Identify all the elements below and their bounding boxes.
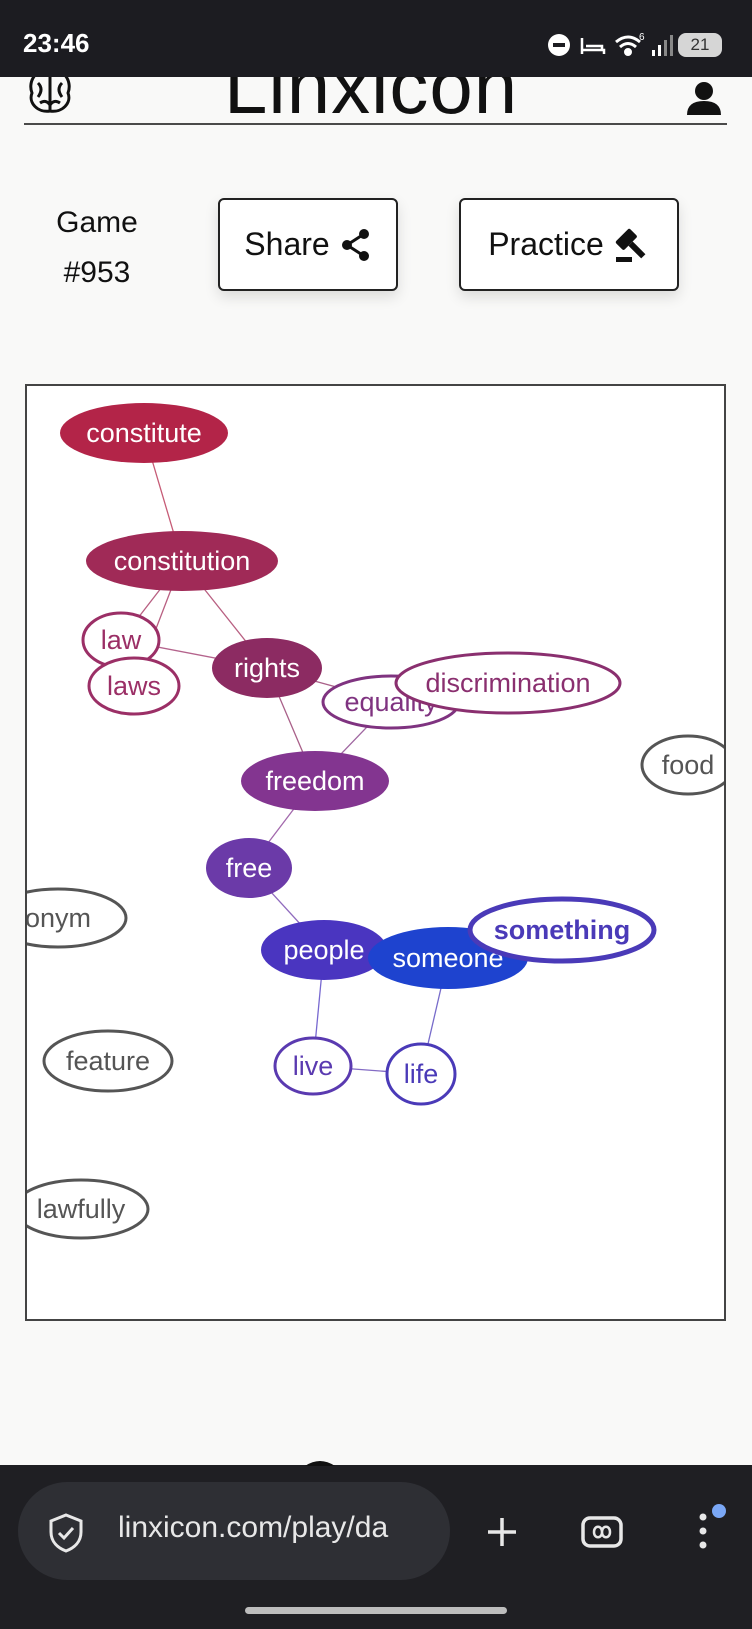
share-button-label: Share — [244, 226, 330, 262]
word-node-shape — [273, 1036, 353, 1096]
word-node-label: law — [101, 625, 142, 655]
word-node-label: lawfully — [37, 1194, 126, 1224]
status-bar: 23:46 6 21 — [0, 0, 752, 77]
url-bar[interactable] — [18, 1482, 450, 1580]
word-node-food[interactable]: food — [640, 734, 726, 796]
word-node-freedom[interactable]: freedom — [241, 751, 389, 811]
word-node-label: laws — [107, 671, 161, 701]
word-node-label: constitution — [114, 546, 251, 576]
word-node-label: constitute — [86, 418, 202, 448]
word-node-shape — [467, 896, 657, 964]
battery-indicator: 21 — [678, 33, 722, 57]
word-node-constitute[interactable]: constitute — [60, 403, 228, 463]
app-title: Linxicon — [224, 77, 519, 125]
game-label-text: Game — [56, 206, 138, 239]
notification-dot — [712, 1504, 726, 1518]
wifi-icon — [615, 35, 641, 56]
sleep-icon — [580, 38, 606, 54]
word-node-label: feature — [66, 1046, 150, 1076]
word-node-label: onym — [27, 903, 91, 933]
shield-check-icon[interactable] — [48, 1513, 84, 1553]
word-node-free[interactable]: free — [206, 838, 292, 898]
more-vert-icon[interactable] — [690, 1500, 730, 1560]
url-text[interactable]: linxicon.com/play/da — [118, 1511, 389, 1544]
word-node-label: free — [226, 853, 273, 883]
word-node-shape — [42, 1029, 174, 1093]
word-node-feature[interactable]: feature — [42, 1029, 174, 1093]
word-node-label: life — [404, 1059, 439, 1089]
word-node-label: freedom — [265, 766, 364, 796]
word-node-shape — [27, 1178, 150, 1240]
wifi-label: 6 — [639, 32, 645, 43]
word-node-label: something — [494, 915, 631, 945]
plus-icon[interactable] — [484, 1514, 520, 1550]
tab-switcher-icon[interactable] — [580, 1514, 624, 1550]
word-node-shape — [60, 403, 228, 463]
word-node-shape — [212, 638, 322, 698]
word-node-shape — [241, 751, 389, 811]
game-label: Game #953 — [42, 198, 152, 298]
word-node-shape — [86, 531, 278, 591]
practice-button[interactable]: Practice — [459, 198, 679, 291]
word-node-rights[interactable]: rights — [212, 638, 322, 698]
word-node-live[interactable]: live — [273, 1036, 353, 1096]
word-node-shape — [27, 887, 128, 949]
word-node-shape — [640, 734, 724, 796]
brain-logo-icon[interactable] — [26, 77, 74, 113]
share-icon — [341, 228, 369, 261]
word-node-onym[interactable]: onym — [27, 887, 128, 949]
word-node-life[interactable]: life — [385, 1042, 457, 1106]
signal-icon — [652, 35, 673, 56]
word-node-label: rights — [234, 653, 300, 683]
word-node-label: discrimination — [425, 668, 590, 698]
word-node-shape — [394, 651, 622, 715]
practice-button-label: Practice — [488, 226, 604, 262]
game-number: #953 — [63, 256, 131, 289]
word-node-lawfully[interactable]: lawfully — [27, 1178, 150, 1240]
word-node-shape — [385, 1042, 457, 1106]
gavel-icon — [615, 228, 646, 262]
word-node-law[interactable]: law — [81, 611, 161, 669]
word-node-people[interactable]: people — [261, 920, 387, 980]
word-node-discrimination[interactable]: discrimination — [394, 651, 622, 715]
share-button[interactable]: Share — [218, 198, 398, 291]
user-icon[interactable] — [684, 79, 724, 117]
word-node-shape — [206, 838, 292, 898]
word-node-shape — [261, 920, 387, 980]
page-overflow-fragment — [305, 1461, 335, 1466]
word-node-shape — [87, 656, 181, 716]
status-icons: 6 — [548, 32, 673, 56]
app-header: Linxicon — [24, 77, 727, 125]
word-node-laws[interactable]: laws — [87, 656, 181, 716]
status-time: 23:46 — [23, 28, 90, 58]
word-node-constitution[interactable]: constitution — [86, 531, 278, 591]
word-node-label: people — [283, 935, 364, 965]
word-node-label: live — [293, 1051, 334, 1081]
home-indicator[interactable] — [245, 1607, 507, 1614]
word-node-label: food — [662, 750, 715, 780]
word-node-something[interactable]: something — [467, 896, 657, 964]
word-graph[interactable]: constituteconstitutionlawlawsrightsequal… — [27, 386, 726, 1321]
